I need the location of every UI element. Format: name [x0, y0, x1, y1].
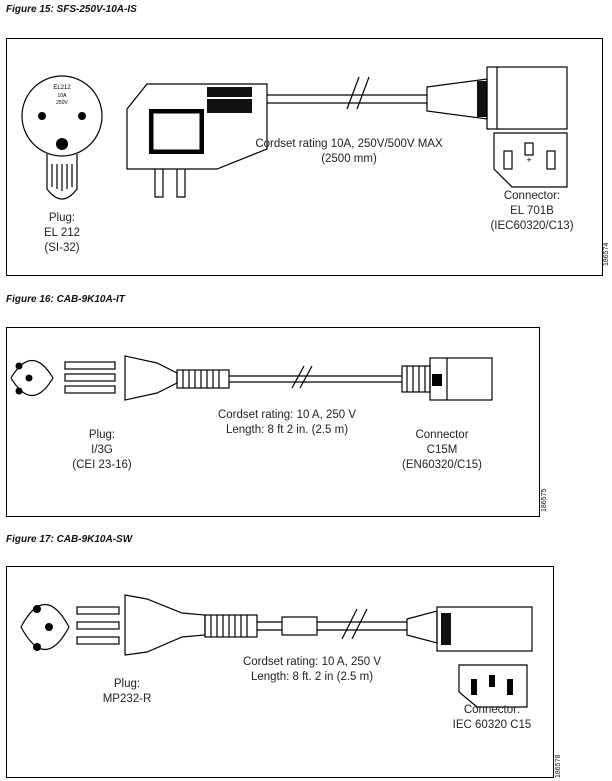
cable-break-mark	[291, 365, 313, 389]
figure-17-caption: Figure 17: CAB-9K10A-SW	[6, 534, 133, 545]
cable	[229, 375, 402, 383]
iec-c13-connector	[426, 66, 568, 130]
plug-body	[124, 355, 230, 401]
figure-16-id: 186575	[541, 488, 548, 512]
figure-17-id: 186578	[555, 754, 562, 778]
figure-17-frame: Plug: MP232-R Cordset rating: 10 A, 250 …	[6, 566, 554, 778]
cable-sleeve	[281, 616, 318, 636]
connector-face	[458, 664, 528, 708]
cable-break-mark	[341, 608, 368, 640]
pins	[76, 606, 120, 645]
rating-label: Cordset rating: 10 A, 250 V Length: 8 ft…	[242, 656, 382, 683]
rating-label: Cordset rating 10A, 250V/500V MAX (2500 …	[255, 138, 443, 165]
connector-label: Connector: IEC 60320 C15	[452, 704, 532, 731]
cable-break-mark	[346, 76, 370, 110]
figure-16-frame: Plug: I/3G (CEI 23-16) Cordset rating: 1…	[6, 327, 540, 517]
plug-label: Plug: EL 212 (SI-32)	[43, 212, 81, 254]
three-pin-plug-face	[10, 360, 54, 396]
cable	[267, 94, 427, 104]
c15m-connector	[401, 357, 493, 401]
pins	[64, 361, 116, 394]
connector-label: Connector: EL 701B (IEC60320/C13)	[490, 190, 574, 232]
figure-15-caption: Figure 15: SFS-250V-10A-IS	[6, 4, 137, 15]
figure-15-frame: EL212 10A 250V	[6, 38, 603, 276]
figure-15-id: 186574	[603, 242, 610, 266]
three-pin-plug-face	[20, 603, 70, 651]
figure-15-cordset-diagram: EL212 10A 250V	[21, 66, 568, 200]
plug-label: Plug: I/3G (CEI 23-16)	[72, 429, 132, 471]
rating-label: Cordset rating: 10 A, 250 V Length: 8 ft…	[217, 409, 357, 436]
plug-face-text-2: 10A	[58, 93, 68, 99]
round-plug-face: EL212 10A 250V	[21, 75, 103, 200]
plug-face-text-3: 250V	[56, 100, 68, 106]
connector-face: +	[493, 132, 568, 188]
svg-text:+: +	[526, 155, 531, 165]
figure-17-cordset-diagram	[20, 594, 533, 708]
iec-c15-connector	[406, 606, 533, 652]
figure-16-cordset-diagram	[10, 355, 493, 401]
connector-label: Connector C15M (EN60320/C15)	[402, 429, 482, 471]
angled-plug-body	[126, 83, 268, 198]
plug-label: Plug: MP232-R	[102, 678, 152, 705]
figure-16-caption: Figure 16: CAB-9K10A-IT	[6, 294, 125, 305]
cable	[257, 621, 407, 631]
plug-face-text-1: EL212	[53, 85, 71, 91]
plug-body	[124, 594, 258, 656]
